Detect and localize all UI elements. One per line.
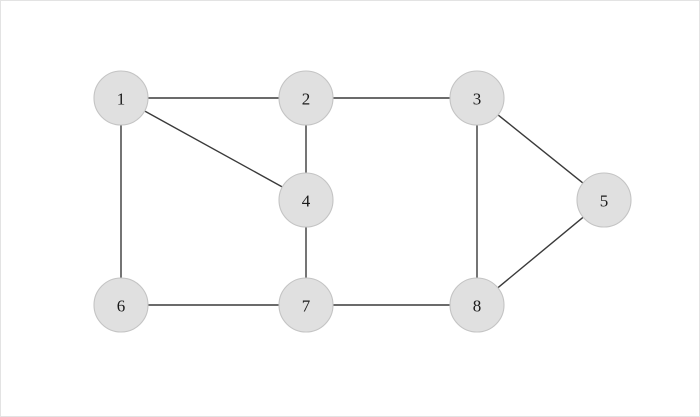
graph-node-5[interactable]: 5 (576, 172, 632, 228)
graph-node-label-8: 8 (473, 297, 482, 316)
graph-node-circle-2[interactable] (278, 70, 334, 126)
graph-edge-1-4 (144, 110, 283, 188)
graph-node-4[interactable]: 4 (278, 172, 334, 228)
graph-node-3[interactable]: 3 (449, 70, 505, 126)
graph-node-label-5: 5 (600, 192, 609, 211)
edge-layer (120, 97, 584, 306)
graph-node-circle-7[interactable] (278, 277, 334, 333)
graph-node-label-3: 3 (473, 90, 482, 109)
graph-node-label-7: 7 (302, 297, 311, 316)
graph-node-1[interactable]: 1 (93, 70, 149, 126)
graph-edge-5-8 (497, 216, 584, 289)
graph-node-8[interactable]: 8 (449, 277, 505, 333)
graph-node-label-6: 6 (117, 297, 126, 316)
graph-node-7[interactable]: 7 (278, 277, 334, 333)
graph-node-circle-5[interactable] (576, 172, 632, 228)
graph-node-2[interactable]: 2 (278, 70, 334, 126)
graph-node-label-4: 4 (302, 192, 311, 211)
node-layer: 1 2 3 4 5 6 7 8 (93, 70, 632, 333)
graph-node-circle-1[interactable] (93, 70, 149, 126)
graph-node-6[interactable]: 6 (93, 277, 149, 333)
graph-node-label-2: 2 (302, 90, 311, 109)
graph-node-label-1: 1 (117, 90, 126, 109)
graph-node-circle-6[interactable] (93, 277, 149, 333)
graph-node-circle-4[interactable] (278, 172, 334, 228)
graph-edge-3-5 (497, 114, 584, 184)
graph-node-circle-8[interactable] (449, 277, 505, 333)
graph-node-circle-3[interactable] (449, 70, 505, 126)
